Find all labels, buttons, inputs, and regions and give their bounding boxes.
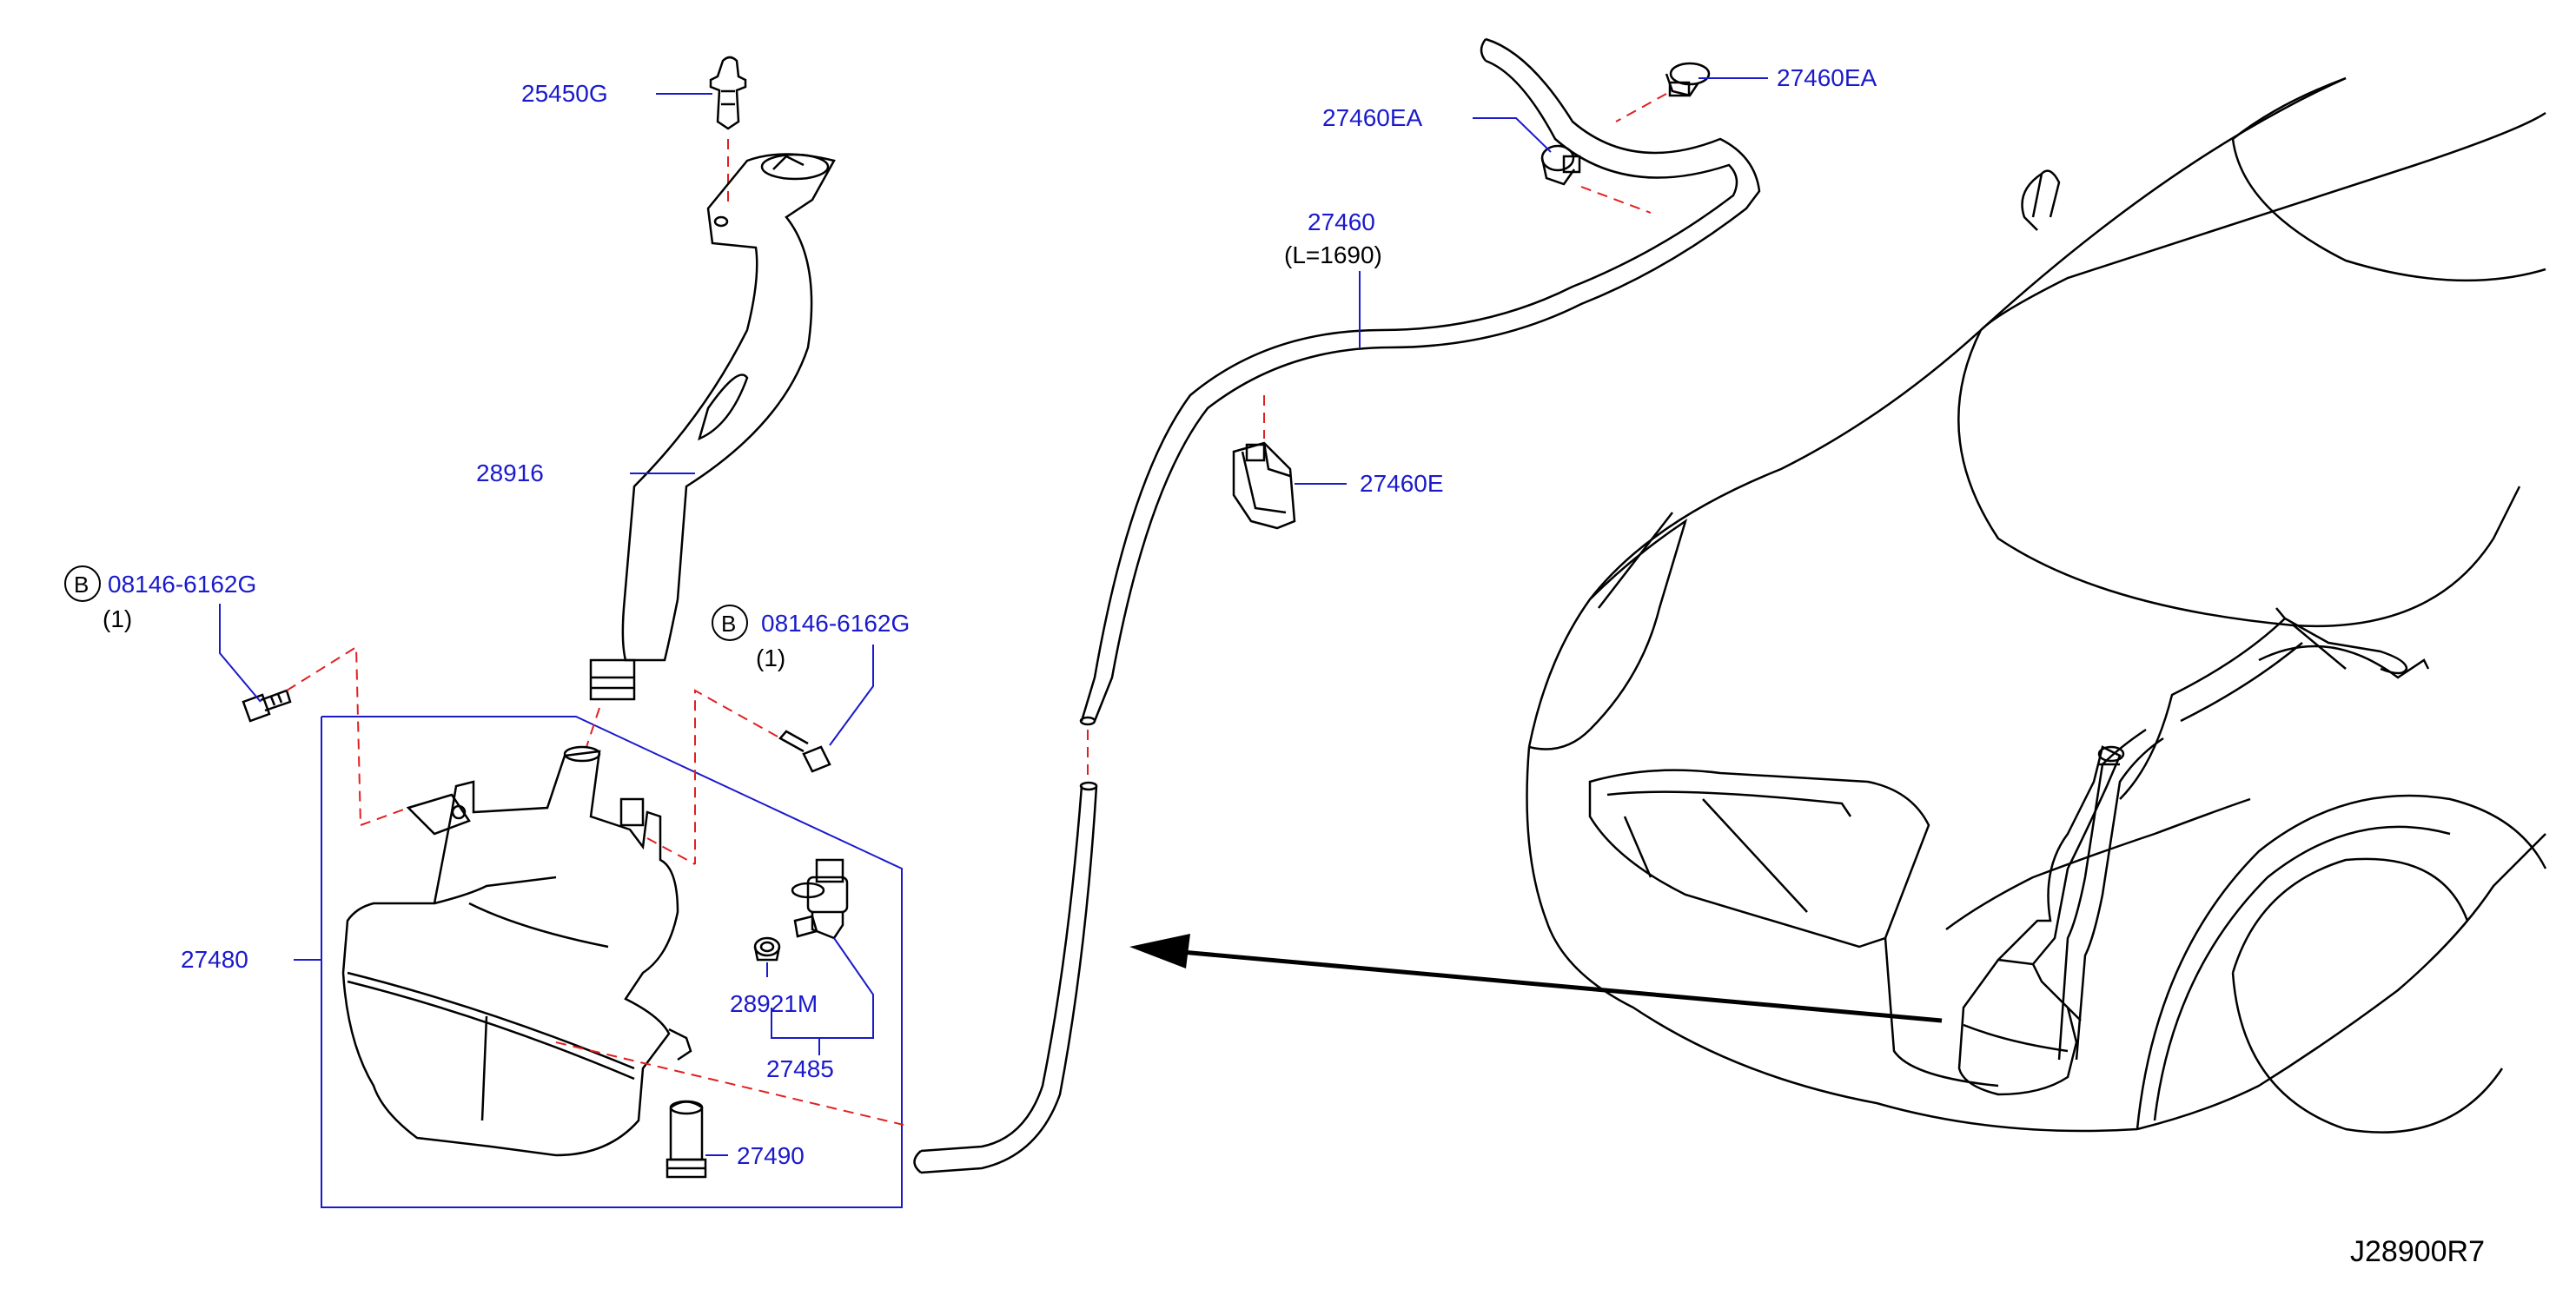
hose-27460 xyxy=(913,37,1761,1174)
bolt-marker-mid: B xyxy=(721,611,736,637)
clip-27460ea-left xyxy=(1540,144,1581,186)
label-28916: 28916 xyxy=(476,459,544,486)
label-bolt-left: 08146-6162G xyxy=(108,571,256,598)
label-27490: 27490 xyxy=(737,1142,805,1169)
label-27485: 27485 xyxy=(766,1055,834,1082)
dash-neck-tank xyxy=(586,707,600,748)
label-27480: 27480 xyxy=(181,946,248,973)
dash-tank-bracket-right xyxy=(646,837,696,865)
vehicle-outline xyxy=(1526,76,2547,1134)
dash-tank-bracket-left xyxy=(360,807,409,826)
label-27460: 27460 xyxy=(1308,208,1375,235)
dash-clip-left xyxy=(1580,186,1652,214)
dash-clip-top xyxy=(1615,93,1667,122)
leader-lines xyxy=(219,77,1768,1156)
dash-bolt-mid xyxy=(694,689,778,864)
bolt-left xyxy=(242,689,292,723)
filler-neck-28916 xyxy=(589,153,836,701)
diagram-reference: J28900R7 xyxy=(2350,1235,2485,1268)
grommet-28921m xyxy=(753,936,781,962)
bolt-marker-left-circle xyxy=(64,565,101,602)
filter-27490 xyxy=(666,1100,707,1179)
label-27460e: 27460E xyxy=(1360,470,1444,497)
tank-assembly-box xyxy=(321,716,903,1208)
washer-tank-27480 xyxy=(341,745,692,1157)
label-27460-length: (L=1690) xyxy=(1284,241,1382,268)
bolt-marker-mid-circle xyxy=(712,605,748,641)
label-25450g: 25450G xyxy=(521,80,608,107)
dash-bolt-left xyxy=(286,645,361,826)
label-bolt-left-qty: (1) xyxy=(103,605,132,632)
label-bolt-mid-qty: (1) xyxy=(756,644,785,671)
pump-27485 xyxy=(791,858,849,940)
dash-tank-outlet xyxy=(555,1041,904,1126)
label-bolt-mid: 08146-6162G xyxy=(761,610,910,637)
bolt-mid xyxy=(778,730,831,773)
label-28921m: 28921M xyxy=(730,990,818,1017)
direction-arrow xyxy=(1129,934,1943,1023)
vehicle-tank xyxy=(1957,745,2125,1096)
clip-27460ea-top xyxy=(1665,62,1711,97)
label-27460ea-top: 27460EA xyxy=(1777,64,1877,91)
bolt-marker-left: B xyxy=(74,572,89,598)
clip-27460e xyxy=(1232,441,1296,530)
clip-25450g xyxy=(709,56,747,130)
label-27460ea-left: 27460EA xyxy=(1322,104,1423,131)
